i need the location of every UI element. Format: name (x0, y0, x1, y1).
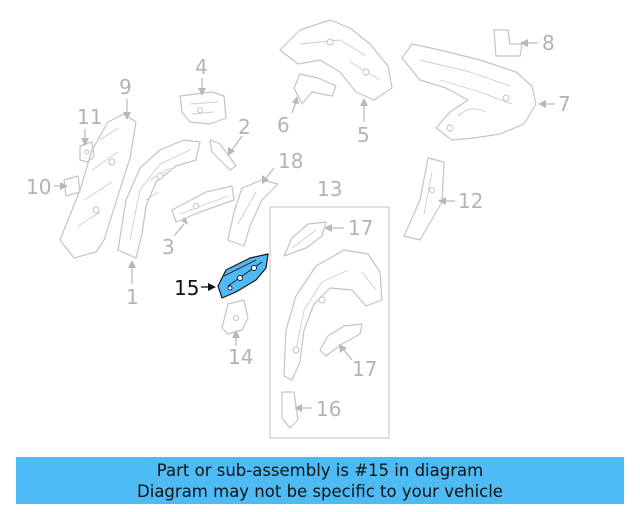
part-12 (403, 157, 445, 241)
part-4 (179, 91, 227, 125)
part-13 (283, 249, 383, 381)
part-18 (227, 179, 279, 247)
callout-1: 1 (126, 285, 139, 309)
callout-8: 8 (542, 31, 555, 55)
callout-6: 6 (277, 113, 290, 137)
banner-line-disclaimer: Diagram may not be specific to your vehi… (137, 482, 503, 501)
callout-16: 16 (316, 397, 341, 421)
part-7 (401, 43, 537, 141)
callout-15: 15 (174, 276, 199, 300)
callout-17-lower: 17 (352, 357, 377, 381)
callout-4: 4 (195, 55, 208, 79)
part-17-lower (319, 323, 363, 357)
part-10 (63, 175, 81, 197)
part-9 (59, 113, 137, 259)
callout-3: 3 (162, 235, 175, 259)
part-8 (493, 29, 523, 57)
banner-line-part: Part or sub-assembly is #15 in diagram (156, 461, 484, 480)
group-13-box (269, 206, 390, 439)
callout-5: 5 (357, 123, 370, 147)
callout-17-upper: 17 (348, 216, 373, 240)
part-3 (171, 185, 235, 223)
callout-2: 2 (238, 115, 251, 139)
part-14 (221, 299, 249, 335)
part-6 (293, 73, 337, 105)
callout-13: 13 (317, 177, 342, 201)
callout-12: 12 (458, 189, 483, 213)
callout-18: 18 (278, 149, 303, 173)
callout-10: 10 (26, 175, 51, 199)
callout-7: 7 (558, 92, 571, 116)
callout-14: 14 (228, 345, 253, 369)
part-16 (281, 391, 299, 429)
callout-11: 11 (77, 105, 102, 129)
leader-lines (54, 39, 555, 412)
part-5 (279, 19, 393, 101)
callout-9: 9 (119, 75, 132, 99)
part-11 (79, 141, 95, 163)
part-2 (209, 139, 237, 171)
part-1 (117, 139, 201, 259)
part-15-highlighted[interactable] (217, 253, 269, 299)
info-banner: Part or sub-assembly is #15 in diagram D… (16, 457, 624, 504)
callout-labels: 9 11 10 4 2 18 3 1 6 5 7 8 12 13 17 17 1… (26, 31, 571, 421)
part-17-upper (283, 221, 327, 257)
